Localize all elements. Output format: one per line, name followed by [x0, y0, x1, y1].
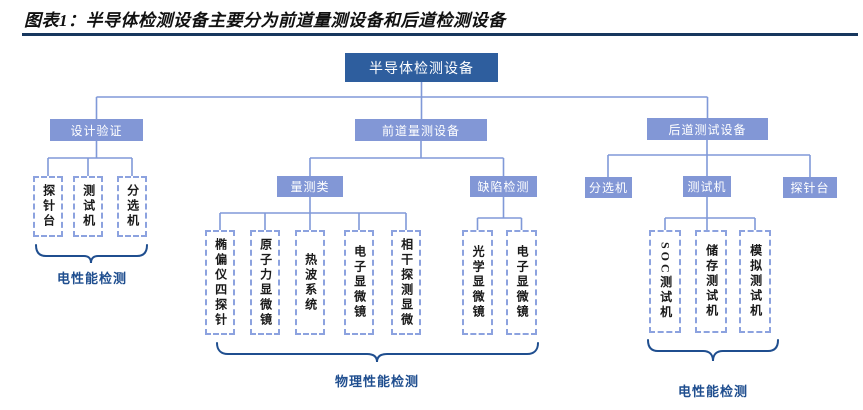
node-defect-inspection: 缺陷检测: [470, 176, 537, 197]
node-label: 光学显微镜: [471, 245, 486, 320]
node-front-end-metrology: 前道量测设备: [355, 119, 487, 141]
group-label-electrical-left: 电性能检测: [56, 271, 127, 286]
node-atomic-force-microscope: 原子力显微镜: [250, 230, 280, 335]
node-tester-left: 测试机: [73, 176, 103, 237]
title-underline: [22, 33, 858, 36]
brace-physical-middle: [216, 342, 539, 363]
node-soc-tester: SOC测试机: [649, 230, 681, 333]
node-label: 热波系统: [303, 252, 318, 313]
node-coherent-probe-microscope: 相干探测显微: [391, 230, 421, 335]
node-tester-right: 测试机: [683, 176, 731, 197]
figure-title: 图表1：半导体检测设备主要分为前道量测设备和后道检测设备: [24, 11, 506, 30]
node-prober-right: 探针台: [783, 177, 837, 198]
node-label: 电子显微镜: [515, 245, 530, 320]
node-sorter-left: 分选机: [117, 176, 147, 237]
node-thermal-wave-system: 热波系统: [295, 230, 325, 335]
node-label: 模拟测试机: [748, 244, 763, 319]
node-ellipsometer-four-point-probe: 椭偏仪四探针: [205, 230, 235, 335]
node-back-end-testing: 后道测试设备: [647, 118, 768, 140]
node-label: 储存测试机: [704, 244, 719, 319]
node-electron-microscope-defect: 电子显微镜: [506, 230, 537, 335]
node-label: SOC测试机: [658, 242, 673, 321]
node-analog-tester: 模拟测试机: [739, 230, 771, 333]
node-design-verification: 设计验证: [50, 119, 143, 141]
node-memory-tester: 储存测试机: [695, 230, 727, 333]
node-measurement-class: 量测类: [277, 176, 343, 197]
group-label-physical-middle: 物理性能检测: [334, 374, 419, 389]
node-label: 分选机: [125, 184, 140, 229]
node-label: 椭偏仪四探针: [213, 237, 228, 328]
brace-electrical-left: [35, 244, 148, 264]
node-optical-microscope: 光学显微镜: [462, 230, 493, 335]
node-prober-left: 探针台: [33, 176, 63, 237]
node-root: 半导体检测设备: [345, 53, 498, 82]
node-label: 测试机: [81, 184, 96, 229]
tree-connectors: [47, 82, 811, 230]
brace-electrical-right: [647, 339, 779, 362]
node-label: 电子显微镜: [352, 245, 367, 320]
group-label-electrical-right: 电性能检测: [677, 384, 748, 399]
node-label: 原子力显微镜: [258, 237, 273, 328]
node-sorter-right: 分选机: [585, 177, 632, 198]
node-label: 探针台: [41, 184, 56, 229]
node-label: 相干探测显微: [399, 237, 414, 328]
node-electron-microscope-measure: 电子显微镜: [344, 230, 374, 335]
